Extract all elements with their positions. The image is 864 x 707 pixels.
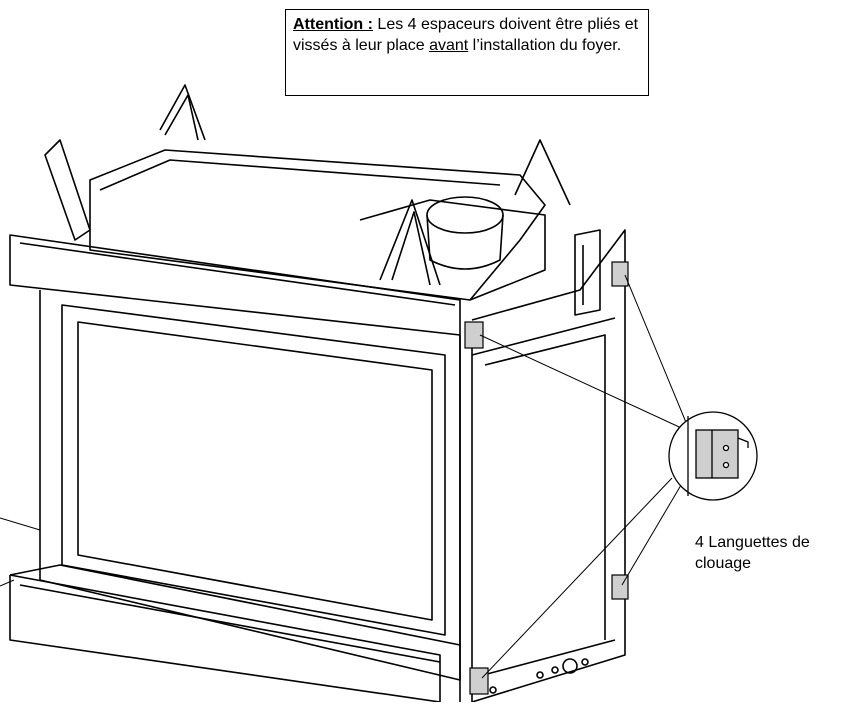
side-rail-top bbox=[471, 317, 616, 356]
leader-line bbox=[481, 477, 673, 679]
bottom-band bbox=[9, 574, 441, 702]
knockout-5 bbox=[489, 686, 497, 694]
detail-tab bbox=[695, 429, 739, 479]
nailing-tab-upper-left bbox=[464, 321, 484, 349]
attention-label: Attention : bbox=[293, 16, 373, 33]
knockout-2 bbox=[551, 666, 559, 674]
glass-outer bbox=[61, 304, 446, 636]
leader-line bbox=[0, 579, 15, 587]
bottom-band-top bbox=[9, 564, 461, 646]
side-rail-bottom bbox=[471, 639, 616, 679]
standoff-right-front bbox=[379, 199, 441, 286]
standoff-left-front-2 bbox=[164, 94, 199, 141]
detail-screw-hole bbox=[722, 444, 730, 452]
nailing-tab-upper-right bbox=[611, 261, 629, 287]
top-panel bbox=[89, 149, 546, 301]
knockout-1 bbox=[562, 658, 578, 674]
callout-text-2: l’installation du foyer. bbox=[468, 37, 622, 54]
top-front-band-inner bbox=[19, 242, 456, 306]
side-panel bbox=[471, 229, 626, 703]
knockout-3 bbox=[581, 658, 589, 666]
detail-screw-hole bbox=[722, 461, 730, 469]
knockout-4 bbox=[536, 671, 544, 679]
leader-line bbox=[479, 334, 691, 433]
standoff-right-front-2 bbox=[391, 211, 431, 286]
leader-line bbox=[0, 517, 41, 531]
detail-tab-flange bbox=[737, 437, 749, 448]
glass-inner bbox=[77, 321, 433, 621]
standoff-left-front bbox=[159, 84, 206, 141]
rear-column bbox=[574, 229, 601, 316]
top-vent-box bbox=[359, 199, 546, 301]
attention-callout: Attention : Les 4 espaceurs doivent être… bbox=[285, 9, 649, 96]
callout-emphasis: avant bbox=[429, 37, 469, 54]
top-inner-edge bbox=[99, 159, 501, 191]
bottom-band-front bbox=[9, 575, 441, 703]
flue-collar-body bbox=[426, 214, 504, 270]
standoff-right-rear bbox=[514, 139, 571, 206]
flue-collar-top bbox=[426, 196, 504, 234]
nailing-tabs-label: 4 Languettes de clouage bbox=[695, 534, 810, 572]
side-panel-inner bbox=[484, 334, 606, 640]
leader-line bbox=[624, 274, 691, 433]
leader-line bbox=[621, 479, 685, 586]
bottom-band-inner bbox=[19, 584, 441, 663]
callout-text-1: Les 4 espaceurs doivent être pliés et vi… bbox=[293, 16, 639, 54]
nailing-tab-lower-left bbox=[469, 667, 489, 695]
standoff-left-rear bbox=[44, 139, 91, 241]
